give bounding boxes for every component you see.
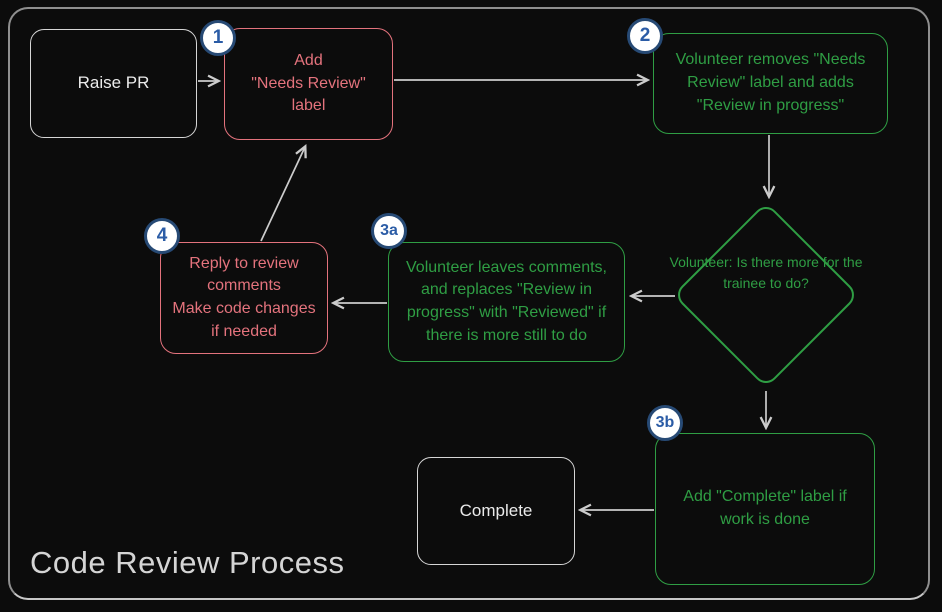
node-reply-to-comments: Reply to review comments Make code chang…	[160, 242, 328, 354]
node-volunteer-removes: Volunteer removes "Needs Review" label a…	[653, 33, 888, 134]
decision-diamond-shape	[678, 207, 854, 383]
node-volunteer-leaves-comments: Volunteer leaves comments, and replaces …	[388, 242, 625, 362]
node-decision-label: Volunteer: Is there more for the trainee…	[669, 254, 863, 292]
node-complete-label: Complete	[459, 500, 533, 520]
diagram-title: Code Review Process	[30, 545, 345, 580]
node-complete: Complete	[417, 457, 575, 565]
diagram-frame	[8, 7, 930, 600]
node-raise-pr-label: Raise PR	[77, 73, 150, 93]
node-volunteer-removes-label: Volunteer removes "Needs Review" label a…	[675, 51, 866, 114]
node-add-needs-review-label: Add "Needs Review" label	[251, 51, 366, 115]
node-add-complete-label-label: Add "Complete" label if work is done	[683, 488, 847, 528]
node-add-needs-review: Add "Needs Review" label	[224, 28, 393, 140]
node-reply-to-comments-label: Reply to review comments Make code chang…	[172, 254, 316, 340]
step-badge-3a: 3a	[371, 213, 407, 249]
step-badge-2: 2	[627, 18, 663, 54]
step-badge-3b: 3b	[647, 405, 683, 441]
node-volunteer-leaves-comments-label: Volunteer leaves comments, and replaces …	[406, 258, 607, 344]
step-badge-1: 1	[200, 20, 236, 56]
step-badge-4: 4	[144, 218, 180, 254]
node-add-complete-label: Add "Complete" label if work is done	[655, 433, 875, 585]
edge-4-to-needsreview	[260, 147, 305, 242]
node-raise-pr: Raise PR	[30, 29, 197, 138]
